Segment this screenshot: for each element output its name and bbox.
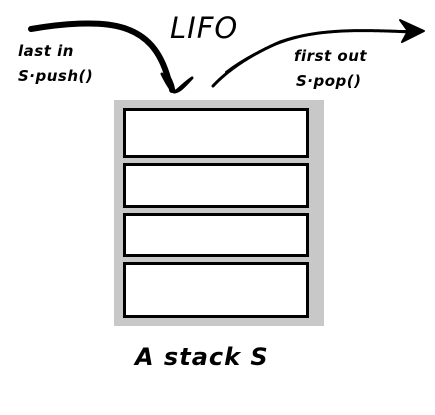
pop-note-line2: S·pop() [296, 72, 362, 90]
push-note-line1: last in [18, 42, 74, 60]
stack-slot [123, 262, 309, 318]
stack-slot [123, 108, 309, 158]
diagram-caption: A stack S [135, 343, 269, 371]
stack-frame [114, 100, 324, 326]
pop-arrow [211, 19, 425, 88]
stack-slot [123, 213, 309, 257]
stack-slot [123, 163, 309, 208]
diagram-title: LIFO [170, 11, 239, 45]
push-arrow [28, 20, 194, 94]
pop-note-line1: first out [294, 47, 368, 65]
push-note-line2: S·push() [18, 67, 94, 85]
